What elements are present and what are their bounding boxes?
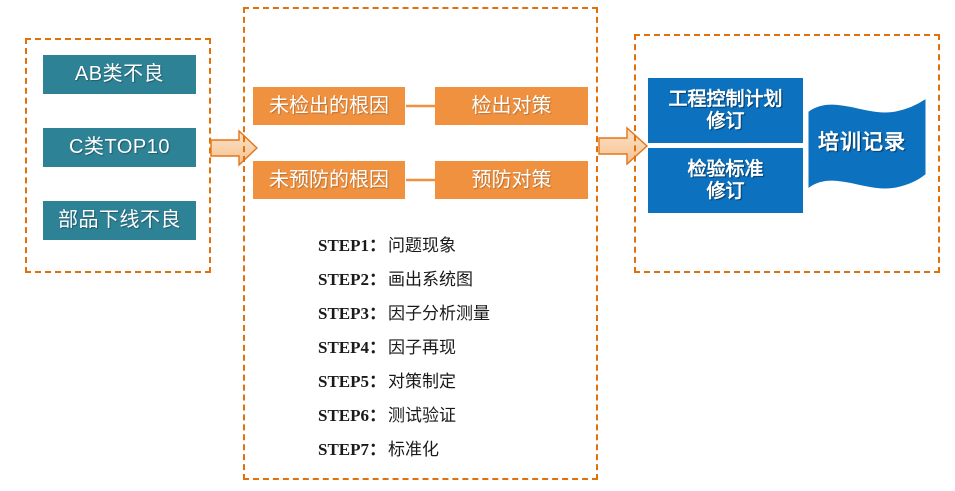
training-record-banner[interactable]	[806, 96, 928, 202]
step-item: STEP3： 因子分析测量	[318, 294, 578, 328]
step-item: STEP2： 画出系统图	[318, 260, 578, 294]
defect-box-ctop10[interactable]: C类TOP10	[43, 128, 196, 167]
step-value: 画出系统图	[388, 269, 474, 289]
middle-group-frame	[243, 7, 598, 480]
step-item: STEP5： 对策制定	[318, 362, 578, 396]
countermeasure-box-detect[interactable]: 检出对策	[435, 87, 588, 125]
arrow-left-to-middle-icon	[209, 128, 259, 168]
training-record-banner-label: 培训记录	[818, 131, 906, 154]
step-key: STEP6：	[318, 405, 387, 425]
step-item: STEP4： 因子再现	[318, 328, 578, 362]
step-key: STEP1：	[318, 235, 387, 255]
step-item: STEP1： 问题现象	[318, 226, 578, 260]
step-key: STEP2：	[318, 269, 387, 289]
step-item: STEP6： 测试验证	[318, 396, 578, 430]
step-value: 因子再现	[388, 337, 457, 357]
step-key: STEP5：	[318, 371, 387, 391]
left-group-frame	[25, 38, 211, 273]
right-group-frame	[634, 34, 940, 273]
step-key: STEP3：	[318, 303, 387, 323]
cause-box-unprevented[interactable]: 未预防的根因	[253, 161, 405, 199]
step-value: 因子分析测量	[388, 303, 491, 323]
step-value: 对策制定	[388, 371, 457, 391]
defect-box-ab[interactable]: AB类不良	[43, 55, 196, 94]
step-value: 测试验证	[388, 405, 457, 425]
step-list: STEP1： 问题现象 STEP2： 画出系统图 STEP3： 因子分析测量 S…	[318, 226, 578, 464]
output-box-control-plan[interactable]: 工程控制计划 修订	[648, 78, 803, 143]
output-box-inspection-standard[interactable]: 检验标准 修订	[648, 148, 803, 213]
step-value: 问题现象	[388, 235, 457, 255]
step-item: STEP7： 标准化	[318, 430, 578, 464]
step-key: STEP7：	[318, 439, 387, 459]
countermeasure-box-prevent[interactable]: 预防对策	[435, 161, 588, 199]
defect-box-part-offline[interactable]: 部品下线不良	[43, 201, 196, 240]
step-key: STEP4：	[318, 337, 387, 357]
step-value: 标准化	[388, 439, 440, 459]
cause-box-undetected[interactable]: 未检出的根因	[253, 87, 405, 125]
